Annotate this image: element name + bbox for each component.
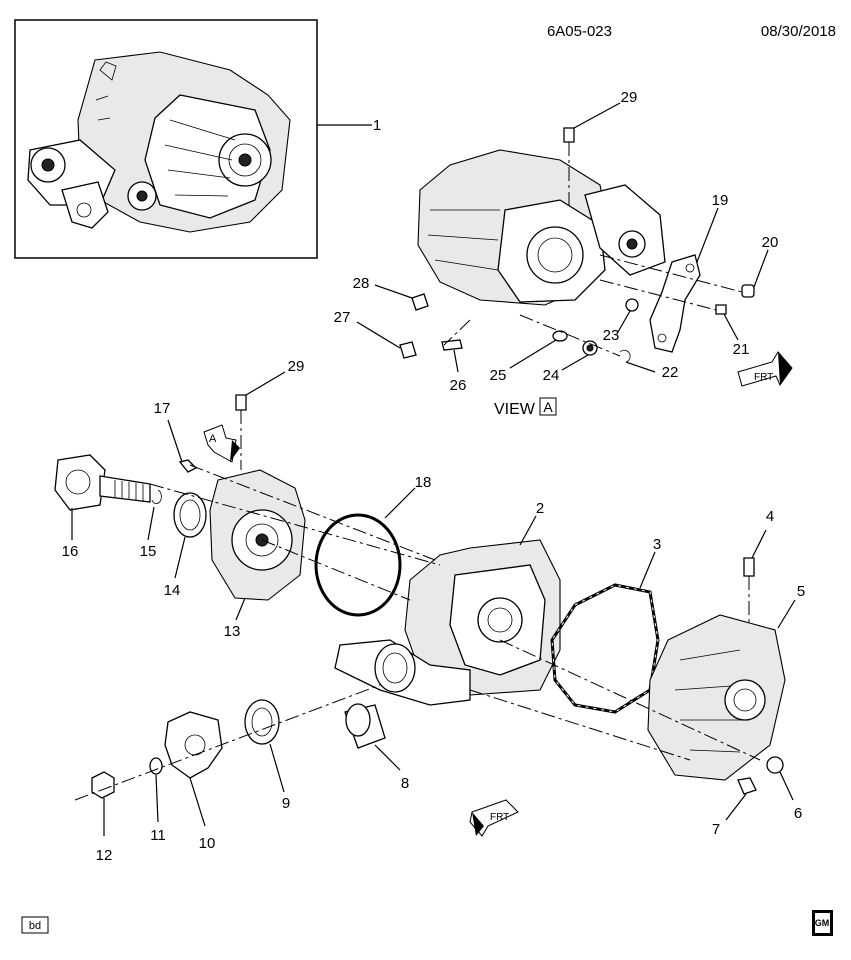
svg-text:15: 15 xyxy=(140,543,157,560)
callout-29-top: 29 xyxy=(573,89,638,129)
plug-26 xyxy=(441,339,463,351)
svg-text:14: 14 xyxy=(164,582,181,599)
svg-text:11: 11 xyxy=(150,827,166,844)
bolt-17: 17 xyxy=(154,400,198,473)
vent-29: 29 xyxy=(235,358,305,470)
svg-text:18: 18 xyxy=(415,474,432,491)
svg-text:26: 26 xyxy=(450,377,467,394)
svg-text:A: A xyxy=(209,433,217,445)
callout-22: 22 xyxy=(625,361,679,381)
view-a-arrow: A xyxy=(203,424,240,463)
bolt-7: 7 xyxy=(712,777,757,838)
assembly-inset xyxy=(14,19,318,259)
svg-text:12: 12 xyxy=(96,847,113,864)
diagram-date: 08/30/2018 xyxy=(761,23,836,40)
snap-ring-15: 15 xyxy=(140,489,162,560)
vent-4: 4 xyxy=(743,508,774,640)
callout-20: 20 xyxy=(753,234,779,288)
svg-text:8: 8 xyxy=(401,775,409,792)
flange-10: 10 xyxy=(164,711,223,852)
callout-28: 28 xyxy=(353,275,413,299)
callout-24: 24 xyxy=(543,354,589,384)
svg-text:FRT: FRT xyxy=(754,372,773,383)
callout-25: 25 xyxy=(490,339,557,384)
carrier-housing-2: 2 xyxy=(334,500,561,706)
svg-text:5: 5 xyxy=(797,583,805,600)
svg-text:7: 7 xyxy=(712,821,720,838)
callout-1: 1 xyxy=(317,117,381,134)
front-direction-marker-upper: FRT xyxy=(737,351,793,387)
callout-21: 21 xyxy=(723,313,750,358)
axle-shaft-16: 16 xyxy=(54,454,151,560)
diagram-id: 6A05-023 xyxy=(547,23,612,40)
oring-25 xyxy=(552,330,568,342)
callout-19: 19 xyxy=(696,192,729,263)
view-a-illustration xyxy=(399,127,755,363)
svg-text:GM: GM xyxy=(815,918,830,928)
svg-text:1: 1 xyxy=(373,117,381,134)
bearing-8: 8 xyxy=(344,703,409,792)
seal-14: 14 xyxy=(164,492,207,599)
svg-text:VIEW: VIEW xyxy=(494,401,536,418)
svg-text:27: 27 xyxy=(334,309,351,326)
nut-12: 12 xyxy=(91,771,115,864)
plug-23 xyxy=(625,298,639,312)
cover-13: 13 xyxy=(209,469,306,640)
callout-27: 27 xyxy=(334,309,401,349)
seal-9: 9 xyxy=(244,699,290,812)
plug-6: 6 xyxy=(766,756,802,822)
svg-text:bd: bd xyxy=(29,920,41,932)
svg-text:21: 21 xyxy=(733,341,750,358)
vent-29-view xyxy=(563,127,575,143)
svg-text:6: 6 xyxy=(794,805,802,822)
alignment-lines xyxy=(74,464,761,801)
plug-28 xyxy=(411,293,429,311)
gm-logo: GM xyxy=(812,910,833,936)
svg-text:29: 29 xyxy=(288,358,305,375)
svg-text:13: 13 xyxy=(224,623,241,640)
front-direction-marker-lower: FRT xyxy=(469,799,519,837)
svg-text:9: 9 xyxy=(282,795,290,812)
svg-text:17: 17 xyxy=(154,400,171,417)
svg-text:20: 20 xyxy=(762,234,779,251)
gasket-3: 3 xyxy=(550,536,661,714)
svg-text:22: 22 xyxy=(662,364,679,381)
view-a-label: VIEW A xyxy=(494,397,557,418)
svg-text:3: 3 xyxy=(653,536,661,553)
svg-text:4: 4 xyxy=(766,508,774,525)
svg-text:25: 25 xyxy=(490,367,507,384)
svg-text:28: 28 xyxy=(353,275,370,292)
plug-27 xyxy=(399,341,417,359)
callout-23: 23 xyxy=(603,310,631,344)
clip-22 xyxy=(619,349,631,363)
svg-text:2: 2 xyxy=(536,500,544,517)
svg-text:FRT: FRT xyxy=(490,812,509,823)
svg-text:16: 16 xyxy=(62,543,79,560)
svg-text:A: A xyxy=(543,399,553,415)
svg-text:23: 23 xyxy=(603,327,620,344)
footer-code: bd xyxy=(21,916,49,934)
o-ring-18: 18 xyxy=(314,474,432,617)
nut-20 xyxy=(741,284,755,298)
washer-11: 11 xyxy=(149,757,166,844)
rear-cover-5: 5 xyxy=(647,583,805,781)
svg-text:29: 29 xyxy=(621,89,638,106)
differential-assembly-illustration xyxy=(27,51,291,233)
svg-text:19: 19 xyxy=(712,192,729,209)
svg-text:10: 10 xyxy=(199,835,216,852)
svg-text:24: 24 xyxy=(543,367,560,384)
callout-26: 26 xyxy=(450,349,467,394)
